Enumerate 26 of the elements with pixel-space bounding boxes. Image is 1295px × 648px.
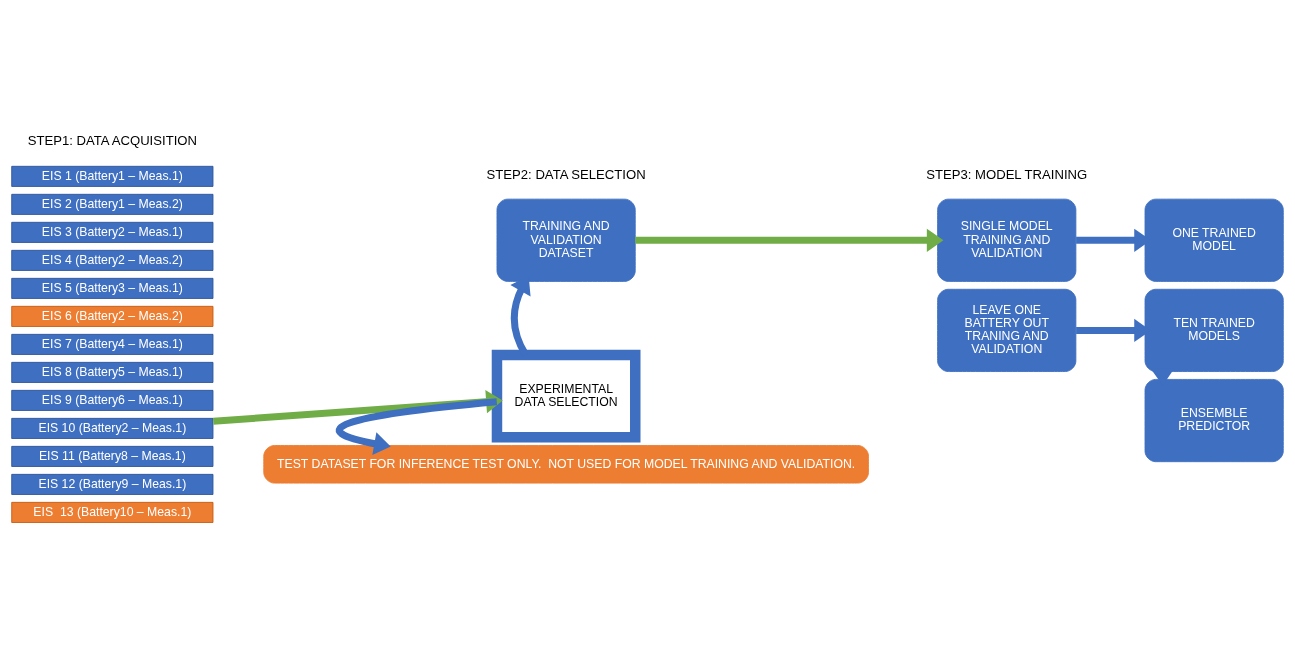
- node-box: EIS 11 (Battery8 – Meas.1): [11, 445, 214, 467]
- node-box: EIS 13 (Battery10 – Meas.1): [11, 501, 214, 523]
- node-box: LEAVE ONE BATTERY OUT TRANING AND VALIDATION: [937, 288, 1077, 372]
- node-box: ONE TRAINED MODEL: [1144, 198, 1284, 282]
- label: STEP2: DATA SELECTION: [486, 166, 646, 182]
- node-box: EIS 1 (Battery1 – Meas.1): [11, 165, 214, 187]
- node-box: EIS 2 (Battery1 – Meas.2): [11, 193, 214, 215]
- node-box: EIS 12 (Battery9 – Meas.1): [11, 473, 214, 495]
- node-box: TEST DATASET FOR INFERENCE TEST ONLY. NOT USED FOR MODEL TRAINING AND VALIDATION.: [263, 444, 869, 484]
- node-box: EIS 3 (Battery2 – Meas.1): [11, 221, 214, 243]
- node-box: EIS 6 (Battery2 – Meas.2): [11, 305, 214, 327]
- arrow: [635, 228, 944, 252]
- node-box: EIS 8 (Battery5 – Meas.1): [11, 361, 214, 383]
- node-box: EIS 7 (Battery4 – Meas.1): [11, 333, 214, 355]
- node-box: EIS 5 (Battery3 – Meas.1): [11, 277, 214, 299]
- label: STEP1: DATA ACQUISITION: [27, 132, 197, 148]
- label: STEP3: MODEL TRAINING: [926, 166, 1088, 182]
- node-box: EIS 9 (Battery6 – Meas.1): [11, 389, 214, 411]
- arrow: [213, 389, 503, 425]
- node-box: EIS 10 (Battery2 – Meas.1): [11, 417, 214, 439]
- node-box: SINGLE MODEL TRAINING AND VALIDATION: [937, 198, 1077, 282]
- node-box: ENSEMBLE PREDICTOR: [1144, 378, 1284, 462]
- node-box: EIS 4 (Battery2 – Meas.2): [11, 249, 214, 271]
- node-box: EXPERIMENTAL DATA SELECTION: [491, 349, 641, 442]
- arrow: [336, 397, 498, 455]
- node-box: TRAINING AND VALIDATION DATASET: [496, 198, 636, 282]
